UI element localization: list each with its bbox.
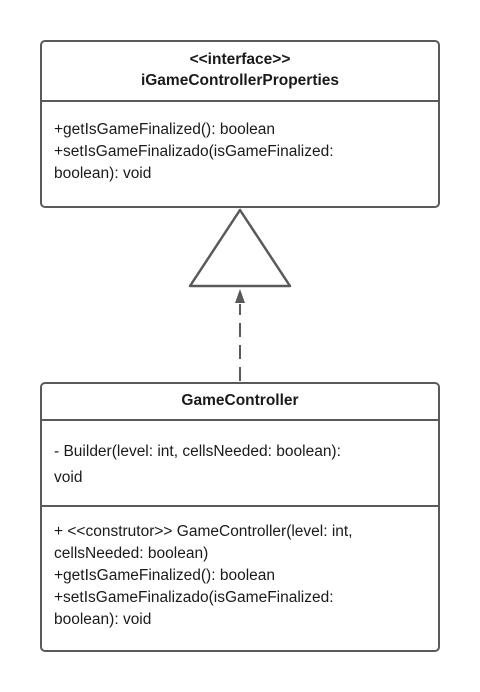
interface-class-name: iGameControllerProperties	[140, 72, 340, 89]
implementing-methods-section: + <<construtor>> GameController(level: i…	[42, 507, 438, 631]
implementing-class-header: GameController	[42, 384, 438, 421]
interface-stereotype: <<interface>>	[189, 51, 291, 68]
interface-class-box[interactable]: <<interface>> iGameControllerProperties …	[40, 40, 440, 208]
implementing-class-name: GameController	[181, 392, 299, 409]
implementing-attribute-line: - Builder(level: int, cellsNeeded: boole…	[54, 443, 341, 460]
implementing-method-line: + <<construtor>> GameController(level: i…	[54, 523, 353, 540]
implementing-method-line: boolean): void	[54, 611, 152, 628]
dashed-line-arrowhead-icon	[235, 289, 245, 303]
realization-triangle-icon	[188, 208, 292, 288]
interface-class-header: <<interface>> iGameControllerProperties	[42, 42, 438, 102]
interface-method-line: +setIsGameFinalizado(isGameFinalized:	[54, 143, 334, 160]
interface-method-line: boolean): void	[54, 165, 152, 182]
implementing-method-line: +setIsGameFinalizado(isGameFinalized:	[54, 589, 334, 606]
interface-method-line: +getIsGameFinalized(): boolean	[54, 121, 275, 138]
implementing-attribute-line: void	[54, 469, 83, 486]
implementing-method-line: +getIsGameFinalized(): boolean	[54, 567, 275, 584]
implementing-method-line: cellsNeeded: boolean)	[54, 545, 209, 562]
interface-methods-section: +getIsGameFinalized(): boolean +setIsGam…	[42, 102, 438, 185]
implementing-class-box[interactable]: GameController - Builder(level: int, cel…	[40, 382, 440, 652]
implementing-attributes-section: - Builder(level: int, cellsNeeded: boole…	[42, 421, 438, 507]
